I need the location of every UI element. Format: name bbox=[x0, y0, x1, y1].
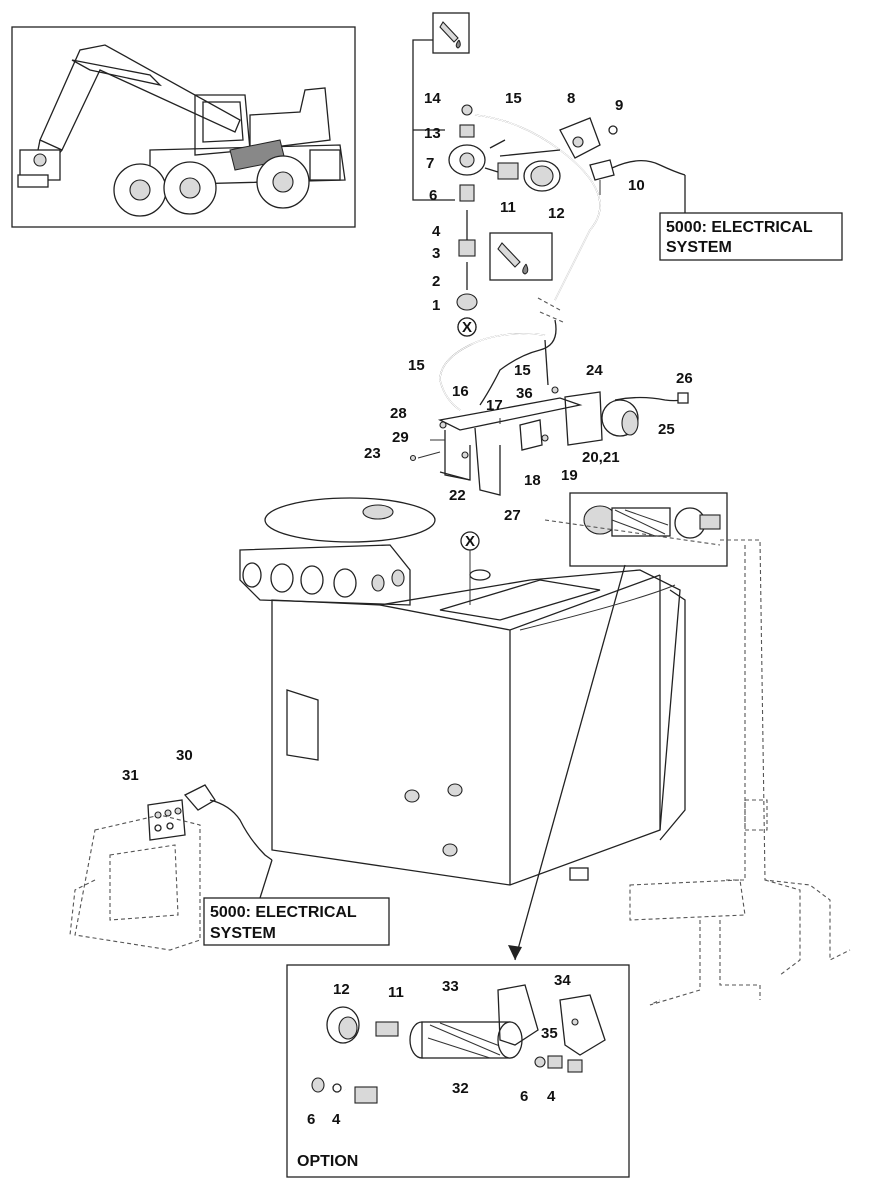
electrical-callout-top-line1: 5000: ELECTRICAL bbox=[666, 219, 813, 236]
part-label-p11: 11 bbox=[500, 199, 516, 216]
part-label-o6a: 6 bbox=[307, 1111, 315, 1128]
part-label-p14: 14 bbox=[424, 90, 441, 107]
part-label-p28: 28 bbox=[390, 405, 407, 422]
part-label-o4b: 4 bbox=[547, 1088, 556, 1105]
part-label-p7: 7 bbox=[426, 155, 434, 172]
frame-outline bbox=[544, 519, 851, 1006]
part-label-p10: 10 bbox=[628, 177, 645, 194]
part-label-o35: 35 bbox=[541, 1025, 558, 1042]
part-label-p18: 18 bbox=[524, 472, 541, 489]
filter-inset bbox=[508, 492, 728, 961]
x-marker-top: X bbox=[462, 319, 472, 336]
part-label-p25: 25 bbox=[658, 421, 675, 438]
part-label-p26: 26 bbox=[676, 370, 693, 387]
filler-breather-assembly bbox=[412, 12, 686, 337]
electrical-callout-bottom-line1: 5000: ELECTRICAL bbox=[210, 904, 357, 921]
part-label-p8: 8 bbox=[567, 90, 575, 107]
manifold-assembly bbox=[409, 319, 689, 496]
part-label-p23: 23 bbox=[364, 445, 381, 462]
option-label: OPTION bbox=[297, 1153, 358, 1170]
control-panel-area bbox=[69, 784, 273, 951]
part-label-p4: 4 bbox=[432, 223, 441, 240]
machine-overview-inset bbox=[11, 26, 356, 228]
part-label-o12: 12 bbox=[333, 981, 350, 998]
part-label-p6: 6 bbox=[429, 187, 437, 204]
oil-can-icon bbox=[432, 12, 470, 54]
part-label-p31: 31 bbox=[122, 767, 139, 784]
part-label-p15b: 15 bbox=[408, 357, 425, 374]
part-label-o33: 33 bbox=[442, 978, 459, 995]
part-label-o34: 34 bbox=[554, 972, 571, 989]
electrical-callout-bottom: 5000: ELECTRICAL SYSTEM bbox=[203, 859, 390, 946]
part-label-p22: 22 bbox=[449, 487, 466, 504]
x-marker-tank: X bbox=[465, 533, 475, 550]
electrical-callout-bottom-line2: SYSTEM bbox=[210, 925, 276, 942]
part-label-p29: 29 bbox=[392, 429, 409, 446]
part-label-p15a: 15 bbox=[505, 90, 522, 107]
sight-gauges bbox=[242, 562, 405, 598]
part-label-p19: 19 bbox=[561, 467, 578, 484]
electrical-callout-top: 5000: ELECTRICAL SYSTEM bbox=[659, 175, 843, 261]
part-label-p20_21: 20,21 bbox=[582, 449, 620, 466]
part-label-p16: 16 bbox=[452, 383, 469, 400]
part-label-p36: 36 bbox=[516, 385, 533, 402]
hydraulic-tank bbox=[239, 497, 686, 886]
oil-can-icon-2 bbox=[489, 232, 553, 281]
part-label-p13: 13 bbox=[424, 125, 441, 142]
part-label-o32: 32 bbox=[452, 1080, 469, 1097]
x-markers: X X bbox=[457, 317, 480, 551]
part-label-p12: 12 bbox=[548, 205, 565, 222]
part-label-p2: 2 bbox=[432, 273, 440, 290]
part-label-o11: 11 bbox=[388, 984, 404, 1001]
part-label-o6b: 6 bbox=[520, 1088, 528, 1105]
part-label-p15c: 15 bbox=[514, 362, 531, 379]
part-label-p24: 24 bbox=[586, 362, 603, 379]
part-label-p3: 3 bbox=[432, 245, 440, 262]
part-label-p9: 9 bbox=[615, 97, 623, 114]
machine-wheels bbox=[113, 155, 310, 217]
part-label-p1: 1 bbox=[432, 297, 440, 314]
part-label-o4a: 4 bbox=[332, 1111, 341, 1128]
part-label-p30: 30 bbox=[176, 747, 193, 764]
electrical-callout-top-line2: SYSTEM bbox=[666, 239, 732, 256]
part-label-p27: 27 bbox=[504, 507, 521, 524]
part-label-p17: 17 bbox=[486, 397, 503, 414]
option-box: OPTION bbox=[286, 964, 630, 1178]
